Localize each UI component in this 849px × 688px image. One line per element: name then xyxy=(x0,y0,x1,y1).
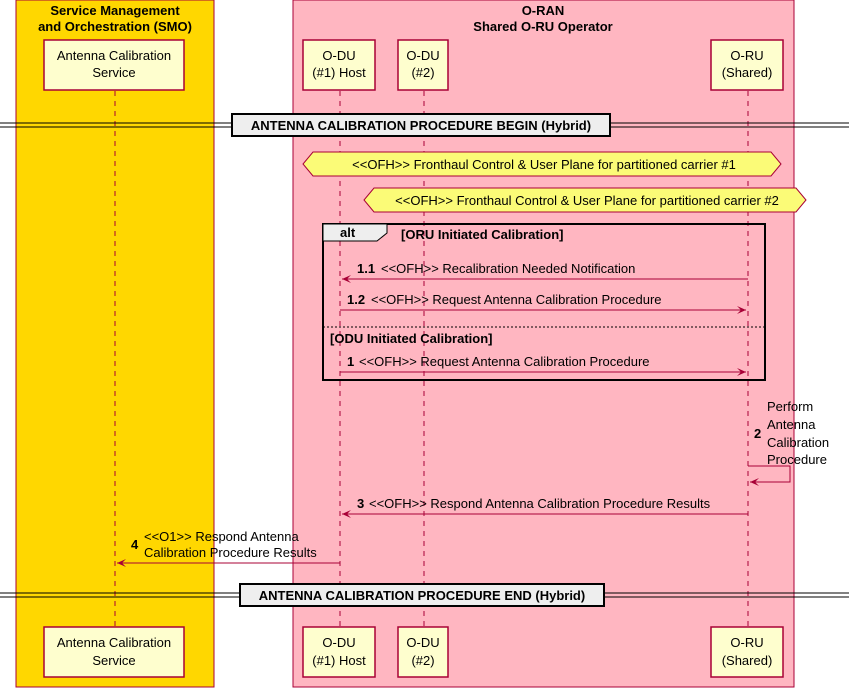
message-1[interactable]: 1 <<OFH>> Request Antenna Calibration Pr… xyxy=(340,354,746,376)
divider-begin-label: ANTENNA CALIBRATION PROCEDURE BEGIN (Hyb… xyxy=(251,118,591,133)
message-1-2[interactable]: 1.2 <<OFH>> Request Antenna Calibration … xyxy=(340,292,746,314)
alt-guard1: [ORU Initiated Calibration] xyxy=(401,227,564,242)
message-1-number: 1 xyxy=(347,354,354,369)
message-3-number: 3 xyxy=(357,496,364,511)
participant-oru-top[interactable]: O-RU (Shared) xyxy=(710,39,784,91)
message-1-1-text: <<OFH>> Recalibration Needed Notificatio… xyxy=(381,261,635,276)
participant-oru-bottom[interactable]: O-RU (Shared) xyxy=(710,626,784,678)
participant-odu2-bottom-line1: O-DU xyxy=(406,635,439,650)
participant-odu1-bottom-line2: (#1) Host xyxy=(312,653,366,668)
participant-odu2-line1: O-DU xyxy=(406,48,439,63)
alt-keyword: alt xyxy=(340,225,356,240)
message-4-line1: <<O1>> Respond Antenna xyxy=(144,529,299,544)
note-carrier2-text: <<OFH>> Fronthaul Control & User Plane f… xyxy=(395,193,779,208)
participant-acs-bottom-line2: Service xyxy=(92,653,135,668)
participant-oru-line2: (Shared) xyxy=(722,65,773,80)
message-4-number: 4 xyxy=(131,537,139,552)
participant-odu2-line2: (#2) xyxy=(411,65,434,80)
message-1-2-text: <<OFH>> Request Antenna Calibration Proc… xyxy=(371,292,662,307)
participant-odu1-line1: O-DU xyxy=(322,48,355,63)
oran-title-line2: Shared O-RU Operator xyxy=(473,19,612,34)
message-2-number: 2 xyxy=(754,426,761,441)
participant-oru-bottom-line1: O-RU xyxy=(730,635,763,650)
participant-odu1-line2: (#1) Host xyxy=(312,65,366,80)
message-1-text: <<OFH>> Request Antenna Calibration Proc… xyxy=(359,354,650,369)
message-2-self[interactable]: 2 Perform Antenna Calibration Procedure xyxy=(748,399,829,486)
divider-end-label: ANTENNA CALIBRATION PROCEDURE END (Hybri… xyxy=(259,588,585,603)
participant-odu1-bottom-line1: O-DU xyxy=(322,635,355,650)
participant-odu2-bottom-line2: (#2) xyxy=(411,653,434,668)
message-1-1[interactable]: 1.1 <<OFH>> Recalibration Needed Notific… xyxy=(342,261,748,283)
oran-title-line1: O-RAN xyxy=(522,3,565,18)
alt-frame: alt [ORU Initiated Calibration] [ODU Ini… xyxy=(322,223,766,381)
alt-guard2: [ODU Initiated Calibration] xyxy=(330,331,493,346)
participant-odu1-bottom[interactable]: O-DU (#1) Host xyxy=(302,626,376,678)
smo-title-line1: Service Management xyxy=(50,3,180,18)
participant-oru-bottom-line2: (Shared) xyxy=(722,653,773,668)
message-1-2-number: 1.2 xyxy=(347,292,365,307)
divider-begin: ANTENNA CALIBRATION PROCEDURE BEGIN (Hyb… xyxy=(0,113,849,137)
message-4[interactable]: 4 <<O1>> Respond Antenna Calibration Pro… xyxy=(117,529,340,567)
participant-acs-bottom-line1: Antenna Calibration xyxy=(57,635,171,650)
message-2-line4: Procedure xyxy=(767,452,827,467)
divider-end: ANTENNA CALIBRATION PROCEDURE END (Hybri… xyxy=(0,583,849,607)
message-2-line3: Calibration xyxy=(767,435,829,450)
note-carrier2: <<OFH>> Fronthaul Control & User Plane f… xyxy=(363,187,807,213)
smo-title-line2: and Orchestration (SMO) xyxy=(38,19,192,34)
participant-odu2-top[interactable]: O-DU (#2) xyxy=(397,39,449,91)
message-3[interactable]: 3 <<OFH>> Respond Antenna Calibration Pr… xyxy=(342,496,748,518)
note-carrier1-text: <<OFH>> Fronthaul Control & User Plane f… xyxy=(352,157,736,172)
participant-acs-line2: Service xyxy=(92,65,135,80)
message-2-line1: Perform xyxy=(767,399,813,414)
participant-acs-bottom[interactable]: Antenna Calibration Service xyxy=(43,626,185,678)
participant-oru-line1: O-RU xyxy=(730,48,763,63)
participant-acs-line1: Antenna Calibration xyxy=(57,48,171,63)
participant-odu1-top[interactable]: O-DU (#1) Host xyxy=(302,39,376,91)
message-3-text: <<OFH>> Respond Antenna Calibration Proc… xyxy=(369,496,711,511)
message-1-1-number: 1.1 xyxy=(357,261,375,276)
participant-acs-top[interactable]: Antenna Calibration Service xyxy=(43,39,185,91)
message-4-line2: Calibration Procedure Results xyxy=(144,545,317,560)
participant-odu2-bottom[interactable]: O-DU (#2) xyxy=(397,626,449,678)
message-2-line2: Antenna xyxy=(767,417,816,432)
note-carrier1: <<OFH>> Fronthaul Control & User Plane f… xyxy=(302,151,782,177)
